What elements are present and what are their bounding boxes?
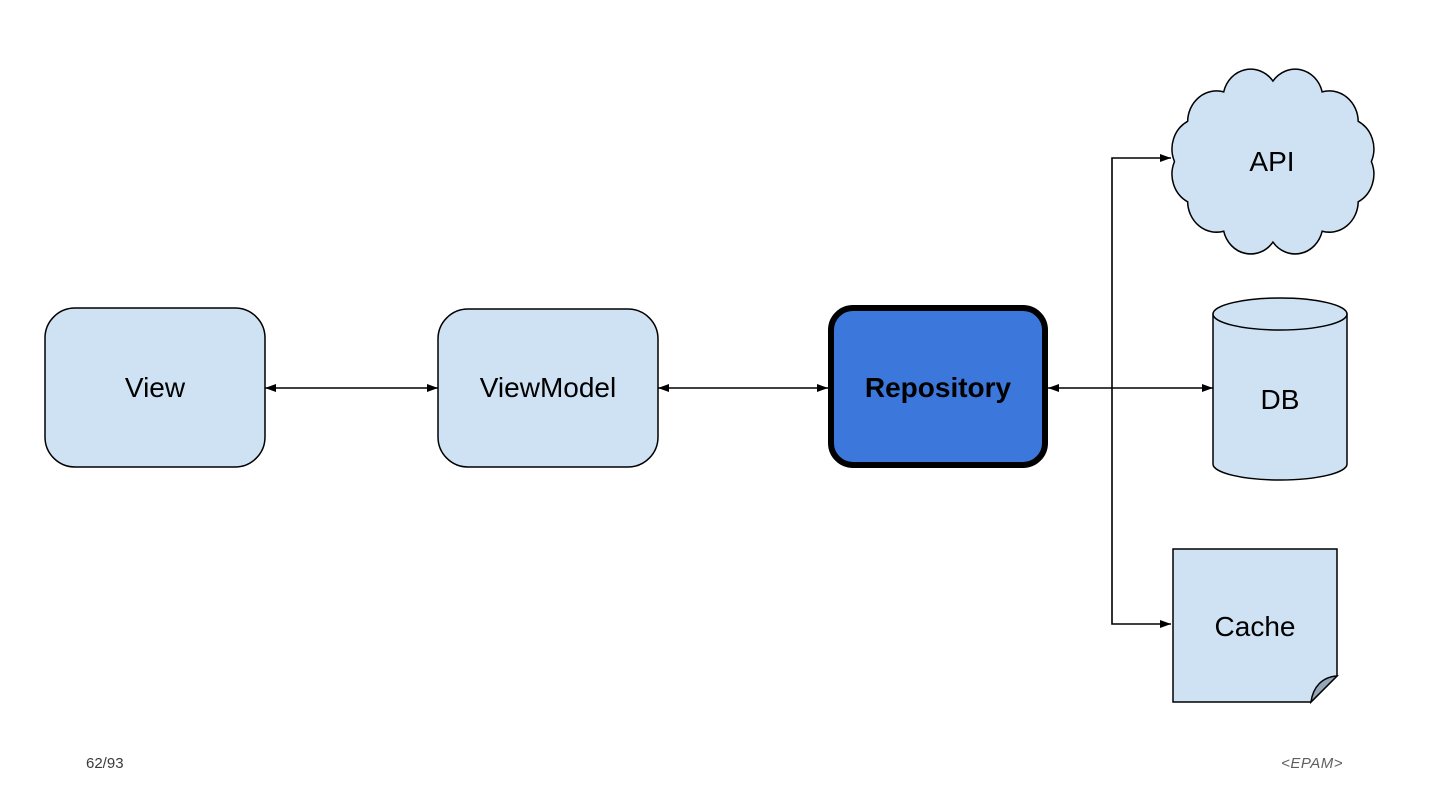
view-label: View bbox=[124, 372, 186, 403]
api-cloud bbox=[1171, 68, 1375, 255]
connector-repository-cache bbox=[1111, 388, 1171, 628]
db-label: DB bbox=[1260, 384, 1300, 415]
cache-note bbox=[1172, 548, 1339, 705]
cache-label: Cache bbox=[1214, 611, 1296, 642]
db-cylinder-body bbox=[1212, 314, 1348, 481]
repository-label: Repository bbox=[864, 372, 1012, 403]
connectors bbox=[265, 154, 1213, 628]
repository-box bbox=[828, 305, 1048, 468]
db-cylinder bbox=[1212, 297, 1348, 481]
cache-note-fold bbox=[1309, 675, 1339, 705]
brand-mark: <EPAM> bbox=[1281, 755, 1343, 772]
view-box bbox=[44, 307, 266, 468]
page-number: 62/93 bbox=[86, 755, 124, 772]
api-label: API bbox=[1249, 146, 1295, 177]
viewmodel-label: ViewModel bbox=[479, 372, 617, 403]
viewmodel-box bbox=[437, 308, 659, 468]
db-cylinder-top bbox=[1212, 297, 1348, 331]
connector-repository-api bbox=[1111, 154, 1171, 388]
